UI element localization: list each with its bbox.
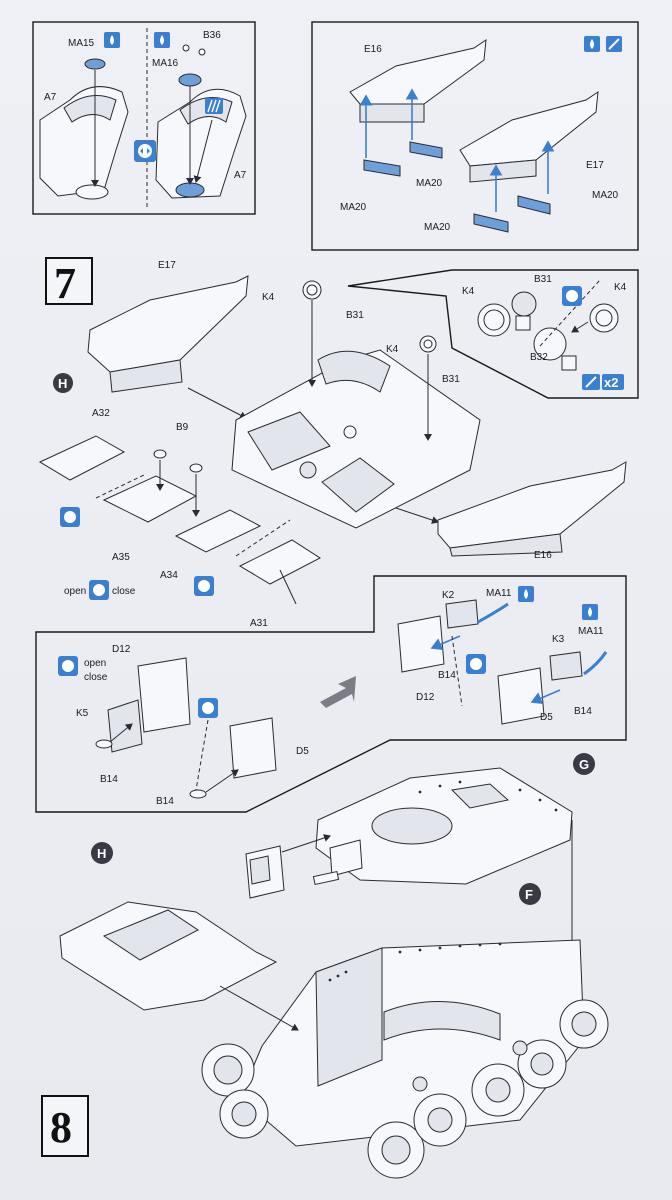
label-ma20-d: MA20 <box>592 190 619 201</box>
running-gear <box>201 999 609 1179</box>
label-e17-top: E17 <box>586 160 604 171</box>
part-a34 <box>174 509 262 553</box>
label-ma20-a: MA20 <box>340 202 367 213</box>
label-b36: B36 <box>203 30 221 41</box>
label-e16-top: E16 <box>364 44 382 55</box>
label-d5-a: D5 <box>540 712 553 723</box>
label-k5: K5 <box>76 708 89 719</box>
label-k4-d: K4 <box>614 282 627 293</box>
label-b14-b: B14 <box>574 706 592 717</box>
label-d5-b: D5 <box>296 746 309 757</box>
ma11-part <box>583 651 608 676</box>
step-number: 7 <box>54 259 76 308</box>
legend-close: close <box>112 586 136 597</box>
step-number: 8 <box>50 1103 72 1152</box>
badge-g <box>573 753 595 775</box>
label-ma15: MA15 <box>68 38 95 49</box>
badge-f-text: F <box>525 887 533 902</box>
part-a32 <box>38 435 126 481</box>
direction-arrow-icon <box>320 676 356 708</box>
part-a31 <box>238 539 321 585</box>
label-ma11-a: MA11 <box>486 588 512 599</box>
label-b32: B32 <box>530 352 548 363</box>
badge-f <box>519 883 541 905</box>
label-a34: A34 <box>160 570 178 581</box>
legend-open: open <box>64 586 86 597</box>
step-7: 7 H <box>38 257 639 629</box>
label-b9: B9 <box>176 422 189 433</box>
label-b31-a: B31 <box>346 310 364 321</box>
label-d12-b: D12 <box>112 644 131 655</box>
step-number-box <box>41 1095 89 1157</box>
label-ma16: MA16 <box>152 58 179 69</box>
legend-close-2: close <box>84 672 108 683</box>
ma20-part <box>363 159 401 177</box>
rear-plate-h <box>59 901 278 1011</box>
label-ma20-b: MA20 <box>416 178 443 189</box>
step-number-box <box>45 257 93 305</box>
label-ma11-b: MA11 <box>578 626 604 637</box>
badge-h-bottom-text: H <box>97 846 106 861</box>
subassembly-frame-fenders: E16 E17 MA20 MA20 MA20 MA20 <box>311 21 639 251</box>
label-a35: A35 <box>112 552 130 563</box>
label-d12-a: D12 <box>416 692 435 703</box>
label-a32: A32 <box>92 408 110 419</box>
label-b31-b: B31 <box>442 374 460 385</box>
ma15-part <box>84 58 106 70</box>
quantity-badge <box>602 374 624 390</box>
label-e17: E17 <box>158 260 176 271</box>
part-e16 <box>437 461 627 549</box>
legend-open-2: open <box>84 658 106 669</box>
part-a35 <box>102 475 198 523</box>
badge-h <box>53 373 73 393</box>
quantity-text: x2 <box>604 375 618 390</box>
label-b31-c: B31 <box>534 274 552 285</box>
label-a7-left: A7 <box>44 92 57 103</box>
label-k4-c: K4 <box>462 286 475 297</box>
label-k2: K2 <box>442 590 455 601</box>
turret-hatch-detail-frame: open close K2 MA11 MA11 K3 D12 <box>35 575 627 813</box>
label-e16: E16 <box>534 550 552 561</box>
label-b14-a: B14 <box>438 670 456 681</box>
label-k4-a: K4 <box>262 292 275 303</box>
label-a31: A31 <box>250 618 268 629</box>
subassembly-frame-hatch: MA15 B36 MA16 A7 A7 <box>32 21 256 215</box>
ma16-part <box>178 73 202 87</box>
ma20-part <box>409 141 443 159</box>
badge-g-text: G <box>579 757 589 772</box>
ma20-part <box>517 195 551 215</box>
part-e17 <box>87 275 249 373</box>
label-ma20-c: MA20 <box>424 222 451 233</box>
ma11-part <box>477 602 509 624</box>
badge-h-bottom <box>91 842 113 864</box>
label-a7-right: A7 <box>234 170 247 181</box>
label-k4-b: K4 <box>386 344 399 355</box>
step-8: G F H <box>41 753 609 1179</box>
ma20-part <box>473 213 509 233</box>
label-b14-d: B14 <box>156 796 174 807</box>
label-k3: K3 <box>552 634 565 645</box>
badge-h-text: H <box>58 376 67 391</box>
label-b14-c: B14 <box>100 774 118 785</box>
